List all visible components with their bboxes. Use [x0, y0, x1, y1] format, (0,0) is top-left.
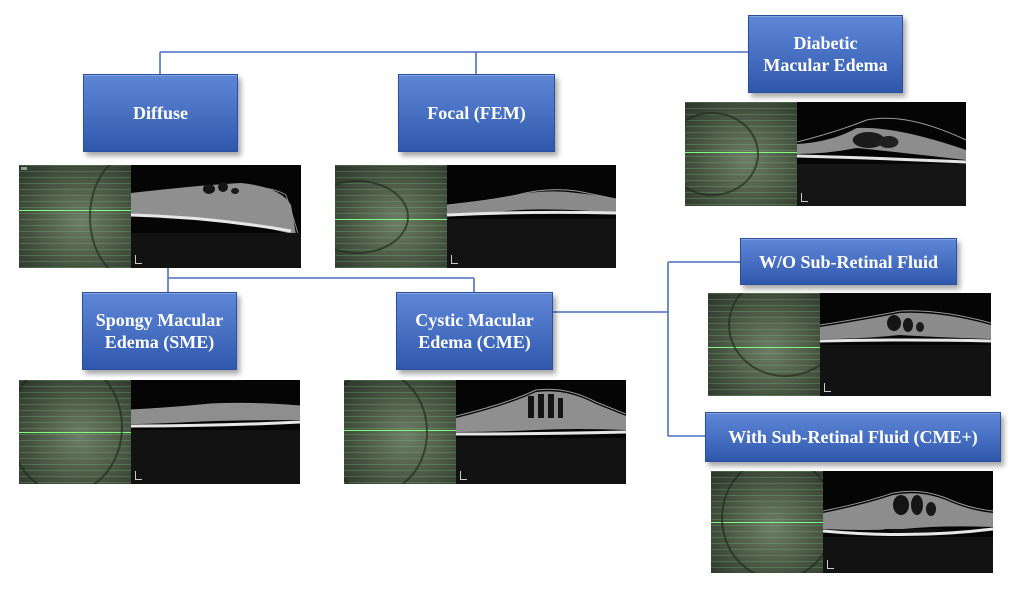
oct-bscan	[131, 165, 301, 268]
oct-bscan	[456, 380, 626, 484]
fundus-photo	[19, 380, 131, 484]
fundus-photo	[19, 165, 173, 268]
type-node-spongy-macular-edema: Spongy Macular Edema (SME)	[82, 292, 237, 370]
oct-image-diabetic-macular-edema	[685, 102, 966, 206]
oct-bscan	[447, 165, 616, 268]
oct-image-diffuse	[19, 165, 301, 268]
subtype-node-with-subretinal-fluid: With Sub-Retinal Fluid (CME+)	[705, 412, 1001, 462]
subtype-node-without-subretinal-fluid: W/O Sub-Retinal Fluid	[740, 238, 957, 285]
category-node-focal: Focal (FEM)	[398, 74, 555, 152]
category-node-diffuse: Diffuse	[83, 74, 238, 152]
oct-bscan	[797, 102, 966, 206]
fundus-photo	[344, 380, 456, 484]
fundus-photo	[335, 165, 447, 268]
oct-bscan	[823, 471, 993, 573]
oct-bscan	[820, 293, 991, 396]
oct-bscan	[131, 380, 300, 484]
fundus-photo	[708, 293, 842, 396]
oct-image-cystic-macular-edema	[344, 380, 626, 484]
type-node-cystic-macular-edema: Cystic Macular Edema (CME)	[396, 292, 553, 370]
oct-image-spongy-macular-edema	[19, 380, 300, 484]
oct-image-without-subretinal-fluid	[708, 293, 991, 396]
fundus-photo	[711, 471, 835, 573]
oct-image-focal	[335, 165, 616, 268]
fundus-photo	[685, 102, 797, 206]
oct-image-with-subretinal-fluid	[711, 471, 993, 573]
root-node-diabetic-macular-edema: Diabetic Macular Edema	[748, 15, 903, 93]
